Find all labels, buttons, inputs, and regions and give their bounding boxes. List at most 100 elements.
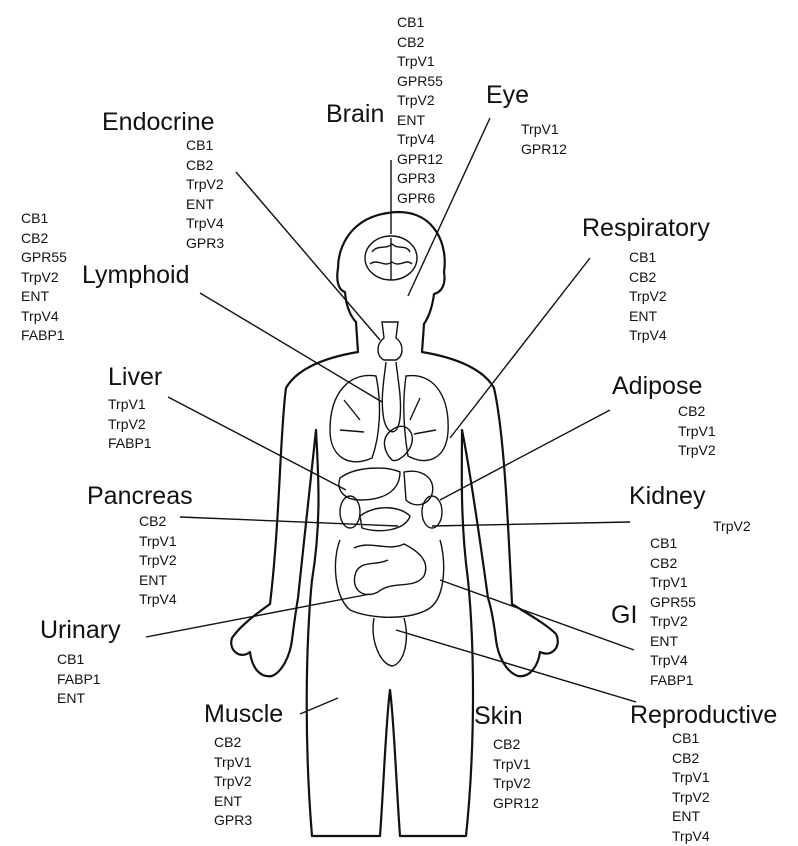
receptor: TrpV1	[678, 422, 716, 442]
receptor: FABP1	[108, 434, 152, 454]
pancreas-label: Pancreas	[87, 481, 193, 511]
endocrine-receptors: CB1 CB2 TrpV2 ENT TrpV4 GPR3	[186, 136, 224, 253]
receptor: CB1	[186, 136, 224, 156]
respiratory-receptors: CB1 CB2 TrpV2 ENT TrpV4	[629, 248, 667, 346]
lymphoid-receptor-list: CB1 CB2 GPR55 TrpV2 ENT TrpV4 FABP1	[21, 209, 67, 346]
kidney-receptor-list: TrpV2	[713, 517, 751, 537]
organs-drawing	[330, 236, 448, 666]
receptor: TrpV2	[21, 268, 67, 288]
receptor: GPR55	[397, 72, 443, 92]
respiratory-receptor-list: CB1 CB2 TrpV2 ENT TrpV4	[629, 248, 667, 346]
receptor: GPR12	[521, 140, 567, 160]
pancreas-pointer-line	[180, 517, 398, 526]
receptor: TrpV2	[108, 415, 152, 435]
receptor: TrpV4	[672, 827, 710, 846]
receptor: GPR3	[214, 811, 252, 831]
brain-label: Brain	[326, 99, 384, 129]
adipose-label: Adipose	[612, 371, 702, 401]
muscle-label: Muscle	[204, 699, 283, 729]
receptor: CB2	[672, 749, 710, 769]
receptor: ENT	[672, 807, 710, 827]
receptor: ENT	[397, 111, 443, 131]
skin-receptors: CB2 TrpV1 TrpV2 GPR12	[493, 735, 539, 813]
receptor: TrpV1	[108, 395, 152, 415]
brain-receptor-list: CB1 CB2 TrpV1 GPR55 TrpV2 ENT TrpV4 GPR1…	[397, 13, 443, 208]
receptor: CB2	[650, 554, 696, 574]
gi-receptors: CB1 CB2 TrpV1 GPR55 TrpV2 ENT TrpV4 FABP…	[650, 534, 696, 690]
receptor: CB2	[678, 402, 716, 422]
receptor: TrpV2	[650, 612, 696, 632]
endocrine-pointer-line	[236, 172, 380, 340]
receptor: TrpV2	[713, 517, 751, 537]
skin-label: Skin	[474, 701, 523, 731]
lymphoid-label: Lymphoid	[82, 260, 189, 290]
receptor: TrpV4	[629, 326, 667, 346]
receptor: TrpV2	[214, 772, 252, 792]
skin-title: Skin	[474, 701, 523, 731]
receptor: CB1	[21, 209, 67, 229]
urinary-receptor-list: CB1 FABP1 ENT	[57, 650, 101, 709]
reproductive-receptor-list: CB1 CB2 TrpV1 TrpV2 ENT TrpV4	[672, 729, 710, 846]
receptor: ENT	[21, 287, 67, 307]
kidney-label: Kidney	[629, 481, 705, 511]
receptor: TrpV4	[650, 651, 696, 671]
receptor: ENT	[186, 195, 224, 215]
respiratory-title: Respiratory	[582, 213, 710, 243]
receptor: TrpV1	[397, 52, 443, 72]
kidney-receptors: TrpV2	[713, 517, 751, 537]
endocrine-label: Endocrine	[102, 107, 215, 137]
reproductive-receptors: CB1 CB2 TrpV1 TrpV2 ENT TrpV4	[672, 729, 710, 846]
receptor: TrpV2	[139, 551, 177, 571]
lymphoid-pointer-line	[200, 293, 382, 402]
receptor: FABP1	[21, 326, 67, 346]
receptor: ENT	[629, 307, 667, 327]
receptor: TrpV2	[629, 287, 667, 307]
receptor: TrpV1	[650, 573, 696, 593]
urinary-pointer-line	[146, 594, 370, 637]
receptor: CB2	[214, 733, 252, 753]
adipose-title: Adipose	[612, 371, 702, 401]
reproductive-pointer-line	[396, 630, 636, 702]
lymphoid-receptors: CB1 CB2 GPR55 TrpV2 ENT TrpV4 FABP1	[21, 209, 67, 346]
eye-title: Eye	[486, 80, 529, 110]
gi-title: GI	[611, 600, 637, 630]
receptor: TrpV1	[139, 532, 177, 552]
receptor: GPR12	[493, 794, 539, 814]
eye-receptors: TrpV1 GPR12	[521, 120, 567, 159]
liver-receptor-list: TrpV1 TrpV2 FABP1	[108, 395, 152, 454]
reproductive-label: Reproductive	[630, 700, 777, 730]
kidney-pointer-line	[432, 522, 630, 526]
brain-receptors: CB1 CB2 TrpV1 GPR55 TrpV2 ENT TrpV4 GPR1…	[397, 13, 443, 208]
receptor: TrpV4	[139, 590, 177, 610]
liver-pointer-line	[168, 397, 346, 490]
receptor: TrpV1	[214, 753, 252, 773]
reproductive-title: Reproductive	[630, 700, 777, 730]
receptor: TrpV2	[672, 788, 710, 808]
receptor: CB2	[629, 268, 667, 288]
receptor: GPR55	[21, 248, 67, 268]
gi-pointer-line	[440, 580, 634, 650]
kidney-title: Kidney	[629, 481, 705, 511]
receptor: CB2	[186, 156, 224, 176]
gi-receptor-list: CB1 CB2 TrpV1 GPR55 TrpV2 ENT TrpV4 FABP…	[650, 534, 696, 690]
adipose-receptors: CB2 TrpV1 TrpV2	[678, 402, 716, 461]
pancreas-receptor-list: CB2 TrpV1 TrpV2 ENT TrpV4	[139, 512, 177, 610]
adipose-receptor-list: CB2 TrpV1 TrpV2	[678, 402, 716, 461]
urinary-label: Urinary	[40, 615, 121, 645]
receptor: CB1	[672, 729, 710, 749]
receptor: TrpV2	[397, 91, 443, 111]
pancreas-receptors: CB2 TrpV1 TrpV2 ENT TrpV4	[139, 512, 177, 610]
skin-receptor-list: CB2 TrpV1 TrpV2 GPR12	[493, 735, 539, 813]
receptor: CB2	[493, 735, 539, 755]
receptor: TrpV4	[21, 307, 67, 327]
muscle-receptors: CB2 TrpV1 TrpV2 ENT GPR3	[214, 733, 252, 831]
receptor: TrpV1	[493, 755, 539, 775]
receptor: ENT	[650, 632, 696, 652]
receptor: TrpV4	[186, 214, 224, 234]
receptor: CB1	[397, 13, 443, 33]
receptor: GPR3	[397, 169, 443, 189]
muscle-receptor-list: CB2 TrpV1 TrpV2 ENT GPR3	[214, 733, 252, 831]
receptor: TrpV4	[397, 130, 443, 150]
receptor: TrpV1	[672, 768, 710, 788]
